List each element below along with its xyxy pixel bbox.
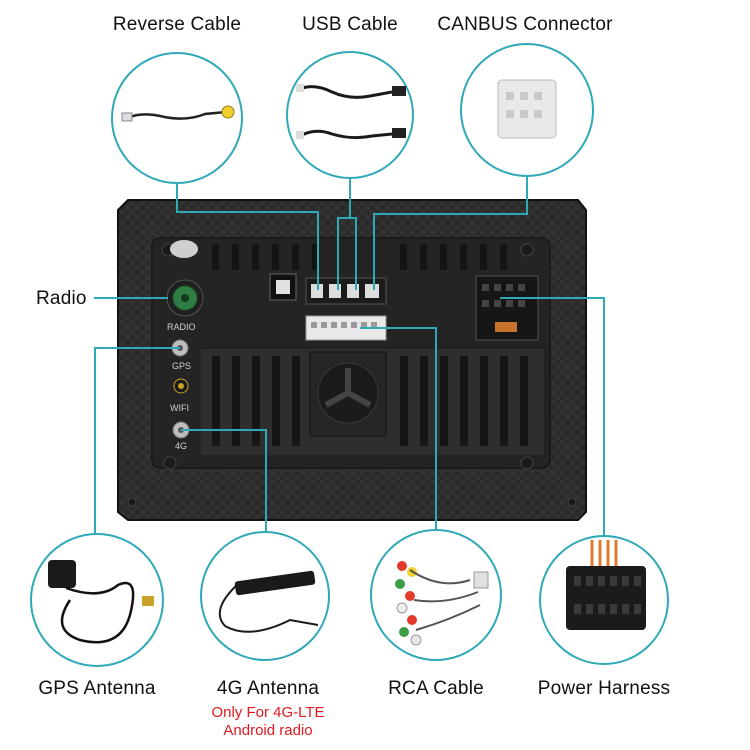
4g-port-label: 4G [175, 441, 187, 451]
power-harness-label: Power Harness [538, 678, 670, 700]
radio-port-label: RADIO [167, 322, 196, 332]
reverse-cable-label: Reverse Cable [113, 14, 241, 36]
4g-antenna-circle [201, 532, 329, 660]
reverse-cable-circle [112, 53, 242, 183]
rca-cable-label: RCA Cable [388, 678, 484, 700]
wifi-port-label: WIFI [170, 403, 189, 413]
gps-port-label: GPS [172, 361, 191, 371]
4g-antenna-note-line1: Only For 4G-LTE [211, 704, 324, 722]
usb-cable-circle [287, 52, 413, 178]
canbus-connector-circle [461, 44, 593, 176]
radio-label: Radio [36, 288, 87, 310]
4g-antenna-label: 4G Antenna [217, 678, 319, 700]
gps-antenna-circle [31, 534, 163, 666]
canbus-connector-label: CANBUS Connector [437, 14, 612, 36]
gps-antenna-label: GPS Antenna [38, 678, 155, 700]
head-unit-back-panel [118, 200, 586, 520]
4g-antenna-note-line2: Android radio [223, 722, 312, 740]
power-harness-circle [540, 536, 668, 664]
usb-cable-label: USB Cable [302, 14, 398, 36]
rca-cable-circle [371, 530, 501, 660]
